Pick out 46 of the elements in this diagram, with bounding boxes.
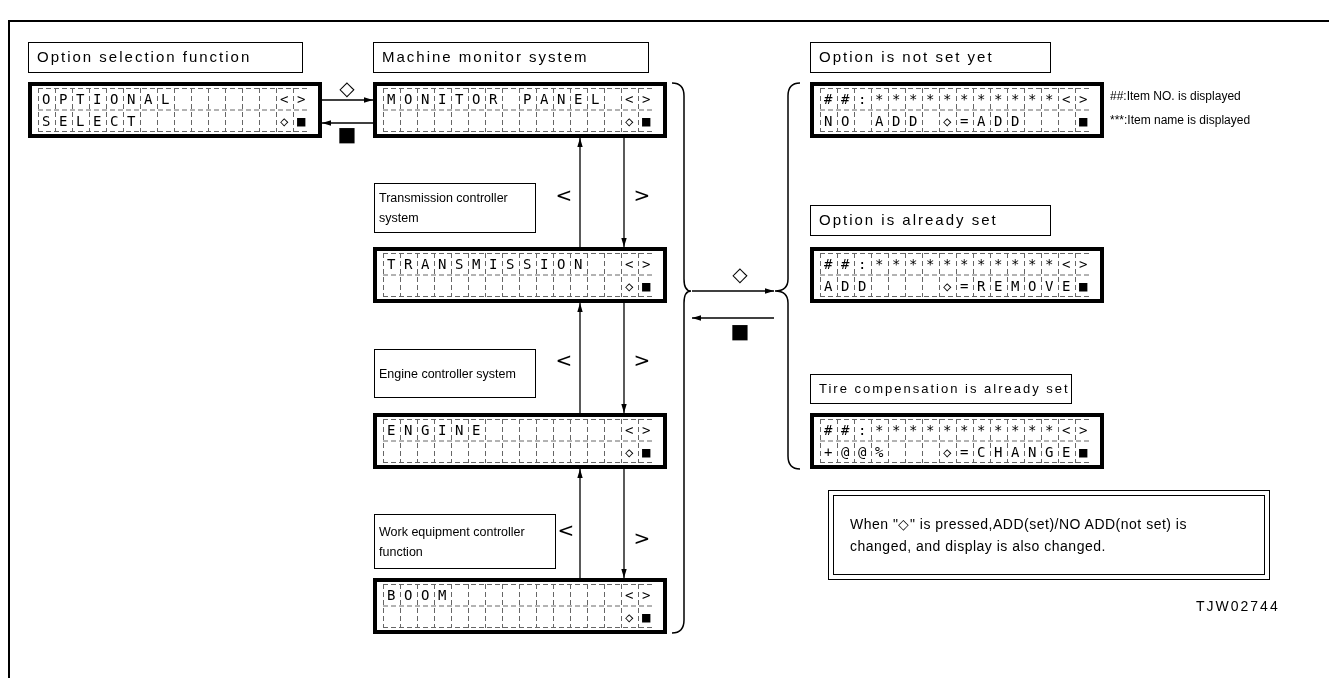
- lcd-text-row-text: ◇■: [623, 277, 659, 296]
- lcd-text-row-text: ◇■: [623, 608, 659, 627]
- lcd-text-row-text: ADD ◇=REMOVE■: [824, 277, 1096, 296]
- lcd-text-row-text: ##:***********<>: [824, 421, 1096, 440]
- caption-box: Transmission controller system: [374, 183, 536, 233]
- lcd-text-row-text: MONITOR PANEL <>: [387, 90, 659, 109]
- arrow: [691, 315, 775, 321]
- arrow: [691, 288, 775, 294]
- arrow: [621, 468, 627, 579]
- caption-box: Option selection function: [28, 42, 303, 73]
- lcd-display: [810, 82, 1104, 138]
- caption-box: Work equipment controller function: [374, 514, 556, 569]
- lcd-text-row-text: ENGINE <>: [387, 421, 659, 440]
- lcd-display: [810, 413, 1104, 469]
- lcd-display: [373, 578, 667, 634]
- note-box: When "◇" is pressed,ADD(set)/NO ADD(not set) is changed, and display is also changed.: [828, 490, 1270, 580]
- caption-box: Engine controller system: [374, 349, 536, 398]
- lcd-text-row-text: +@@% ◇=CHANGE■: [824, 443, 1096, 462]
- lcd-text-row-text: ##:***********<>: [824, 90, 1096, 109]
- annotation-text: ##:Item NO. is displayed: [1110, 88, 1242, 104]
- lcd-display: [373, 413, 667, 469]
- arrow: [621, 302, 627, 414]
- lcd-text-row-text: NO ADD ◇=ADD ■: [824, 112, 1096, 131]
- arrow: [321, 120, 374, 126]
- lcd-text-row-text: OPTIONAL <>: [42, 90, 314, 109]
- lcd-display: [373, 247, 667, 303]
- figure-code: TJW02744: [1196, 597, 1280, 616]
- lcd-text-row-text: ##:***********<>: [824, 255, 1096, 274]
- lcd-display: [28, 82, 322, 138]
- lcd-text-row-text: ◇■: [623, 112, 659, 131]
- caption-box: Tire compensation is already set: [810, 374, 1072, 404]
- arrow: [321, 97, 374, 103]
- arrow: [577, 137, 583, 248]
- caption-box: Machine monitor system: [373, 42, 649, 73]
- lcd-text-row-text: TRANSMISSION <>: [387, 255, 659, 274]
- arrow: [621, 137, 627, 248]
- caption-box: Option is already set: [810, 205, 1051, 236]
- lcd-text-row-text: SELECT ◇■: [42, 112, 314, 131]
- lcd-display: [810, 247, 1104, 303]
- arrow: [577, 302, 583, 414]
- arrow: [577, 468, 583, 579]
- lcd-text-row-text: ◇■: [623, 443, 659, 462]
- annotation-text: ***:Item name is displayed: [1110, 112, 1251, 128]
- lcd-text-row-text: BOOM <>: [387, 586, 659, 605]
- caption-box: Option is not set yet: [810, 42, 1051, 73]
- lcd-display: [373, 82, 667, 138]
